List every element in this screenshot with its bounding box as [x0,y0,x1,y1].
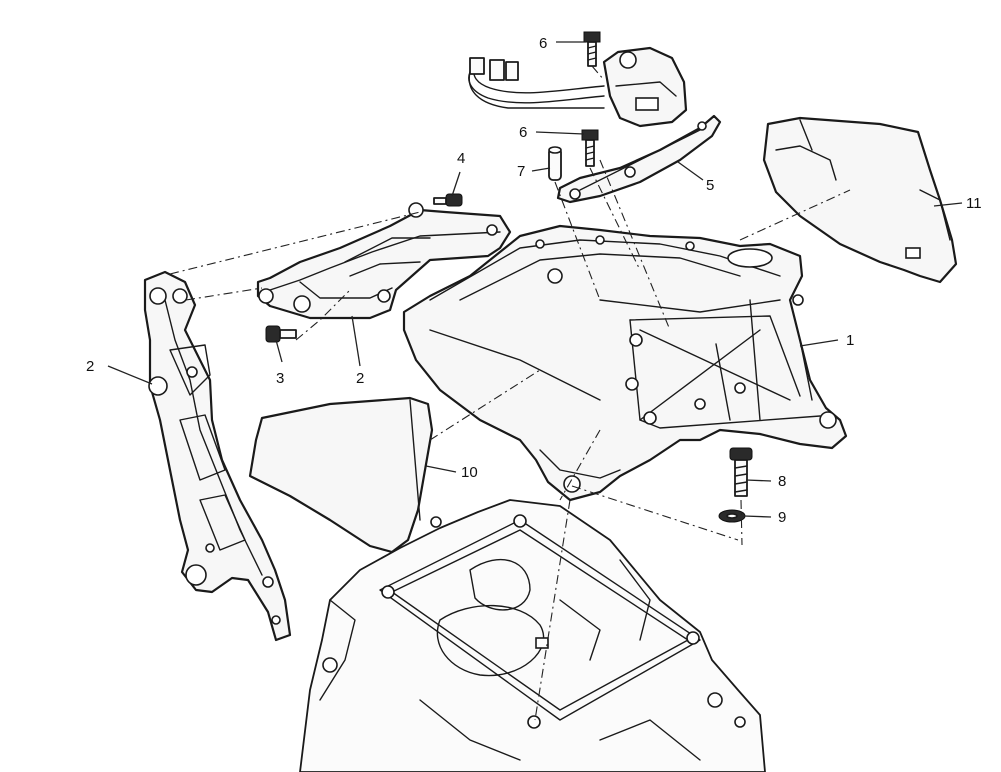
leader-lines [107,41,963,518]
engine-crankcase [299,499,766,772]
callout-1: 1 [846,332,854,349]
bolt-6-upper [583,31,601,67]
bolt-3 [265,325,297,343]
callout-5: 5 [706,177,714,194]
side-bracket-left [143,270,292,642]
cross-bracket [256,202,512,320]
wiring-bracket-5 [556,114,722,204]
callout-9: 9 [778,509,786,526]
callout-6-upper: 6 [539,35,547,52]
pin-7 [548,146,562,181]
bolt-8 [729,447,753,497]
side-panel-11 [762,116,958,284]
callout-2-middle: 2 [356,370,364,387]
callout-labels: 1 2 2 3 4 5 6 6 7 8 9 10 11 [86,35,982,526]
callout-7: 7 [517,163,525,180]
main-frame [402,224,848,502]
callout-2-left: 2 [86,358,94,375]
bolt-4 [433,193,463,207]
callout-8: 8 [778,473,786,490]
sensor-unit [468,46,688,128]
callout-10: 10 [461,464,478,481]
bolt-6-lower [581,129,599,167]
assembly-lines [169,65,851,721]
callout-6-lower: 6 [519,124,527,141]
callout-4: 4 [457,150,465,167]
callout-11: 11 [966,195,982,212]
callout-3: 3 [276,370,284,387]
side-cover-10 [248,396,434,554]
